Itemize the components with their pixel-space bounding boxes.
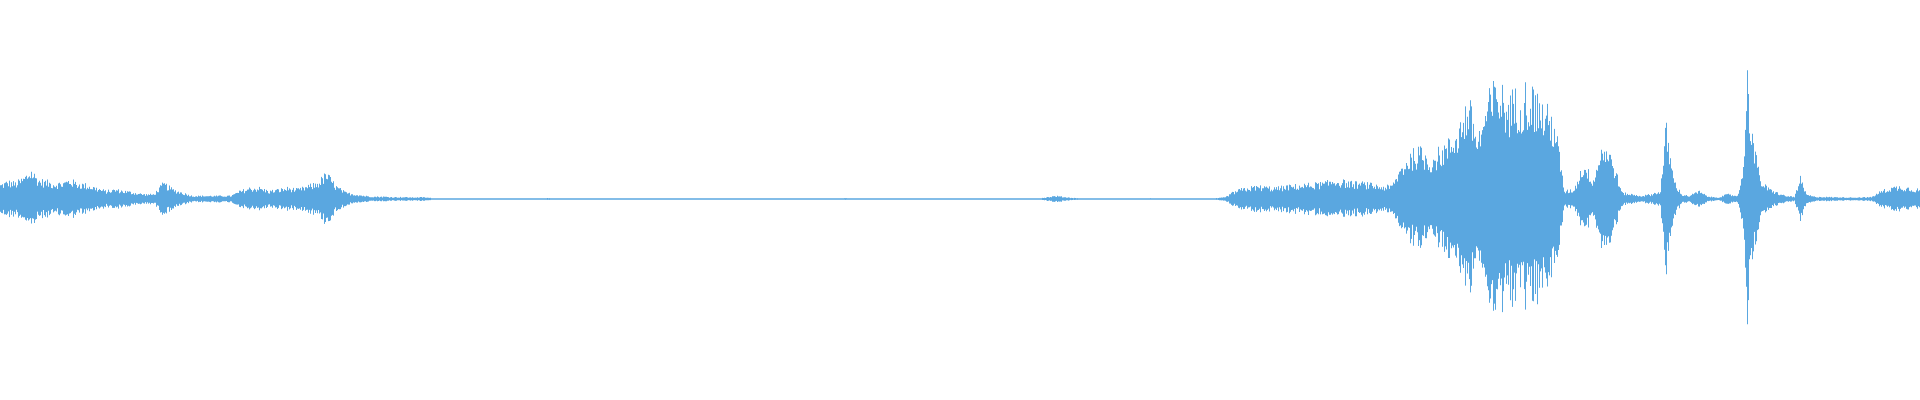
waveform-path: [0, 70, 1920, 325]
waveform-bars: [0, 70, 1920, 325]
